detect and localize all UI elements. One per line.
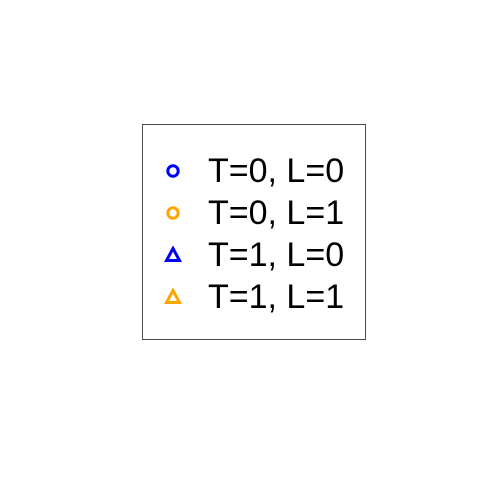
legend-label: T=0, L=1 — [208, 194, 345, 232]
legend-marker-shape — [166, 206, 180, 220]
legend-item: T=1, L=1 — [143, 274, 367, 320]
circle-marker-icon — [166, 206, 180, 220]
triangle-marker-icon — [164, 246, 182, 262]
legend-item: T=0, L=1 — [143, 190, 367, 236]
legend: T=0, L=0 T=0, L=1 T=1, L=0 T=1, L=1 — [142, 124, 366, 340]
triangle-marker-icon — [164, 288, 182, 304]
legend-label: T=1, L=1 — [208, 278, 345, 316]
legend-marker-shape — [166, 164, 180, 178]
legend-marker-shape — [164, 246, 182, 262]
circle-marker-icon — [166, 164, 180, 178]
legend-label: T=0, L=0 — [208, 152, 345, 190]
legend-label: T=1, L=0 — [208, 236, 345, 274]
legend-item: T=1, L=0 — [143, 232, 367, 278]
legend-item: T=0, L=0 — [143, 148, 367, 194]
legend-marker-shape — [164, 288, 182, 304]
